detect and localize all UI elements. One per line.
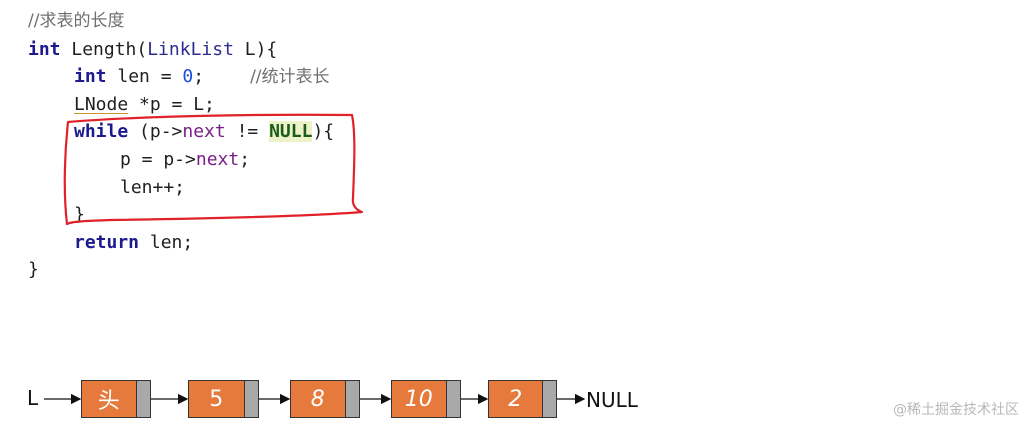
null-literal: NULL (269, 121, 313, 143)
semicolon: ; (193, 66, 205, 88)
node-value: 2 (489, 381, 542, 417)
while-cond-a: (p-> (128, 121, 183, 143)
code-close-function: } (28, 259, 39, 281)
field-next: next (195, 148, 240, 170)
code-assign-line: p = p->next; (28, 146, 334, 174)
keyword-return: return (74, 231, 140, 253)
assign-b: ; (239, 148, 251, 170)
signature-rest: L){ (233, 38, 278, 60)
list-tail-null: NULL (586, 388, 638, 412)
inline-comment: //统计表长 (250, 67, 330, 88)
field-next: next (182, 121, 226, 143)
list-node-head: 头 (81, 380, 151, 418)
keyword-while: while (74, 121, 129, 143)
list-node: 10 (391, 380, 461, 418)
keyword-int: int (28, 38, 61, 60)
watermark: @稀土掘金技术社区 (893, 402, 1019, 418)
type-lnode: LNode (74, 93, 129, 115)
code-comment-title: //求表的长度 (28, 11, 125, 31)
node-pointer-field (243, 381, 258, 417)
node-value: 8 (291, 381, 345, 417)
code-while-line: while (p->next != NULL){ (28, 118, 334, 146)
list-node: 5 (188, 380, 259, 418)
node-pointer-field (445, 381, 460, 417)
code-function-signature: int Length(LinkList L){ (28, 36, 334, 64)
pointer-decl-rest: *p = L; (128, 93, 215, 115)
node-value: 头 (82, 381, 136, 417)
node-value: 5 (189, 381, 244, 417)
node-pointer-field (541, 381, 556, 417)
len-decl-rest: len = (106, 66, 183, 88)
code-pointer-declaration: LNode *p = L; (28, 91, 334, 119)
while-cond-c: ){ (312, 121, 335, 143)
param-type: LinkList (147, 38, 234, 60)
node-pointer-field (344, 381, 359, 417)
node-pointer-field (135, 381, 150, 417)
code-increment-line: len++; (120, 176, 186, 198)
code-len-declaration: int len = 0; //统计表长 (28, 63, 334, 91)
number-literal: 0 (182, 66, 194, 88)
return-rest: len; (139, 231, 194, 253)
code-return-line: return len; (28, 229, 334, 257)
code-close-while: } (74, 204, 85, 226)
keyword-int: int (74, 66, 107, 88)
list-node: 2 (488, 380, 557, 418)
list-node: 8 (290, 380, 360, 418)
code-block: //求表的长度 int Length(LinkList L){ int len … (28, 8, 334, 284)
function-name: Length( (60, 38, 148, 60)
node-value: 10 (392, 381, 446, 417)
while-cond-b: != (225, 121, 270, 143)
assign-a: p = p-> (120, 148, 196, 170)
list-head-label: L (27, 386, 39, 410)
